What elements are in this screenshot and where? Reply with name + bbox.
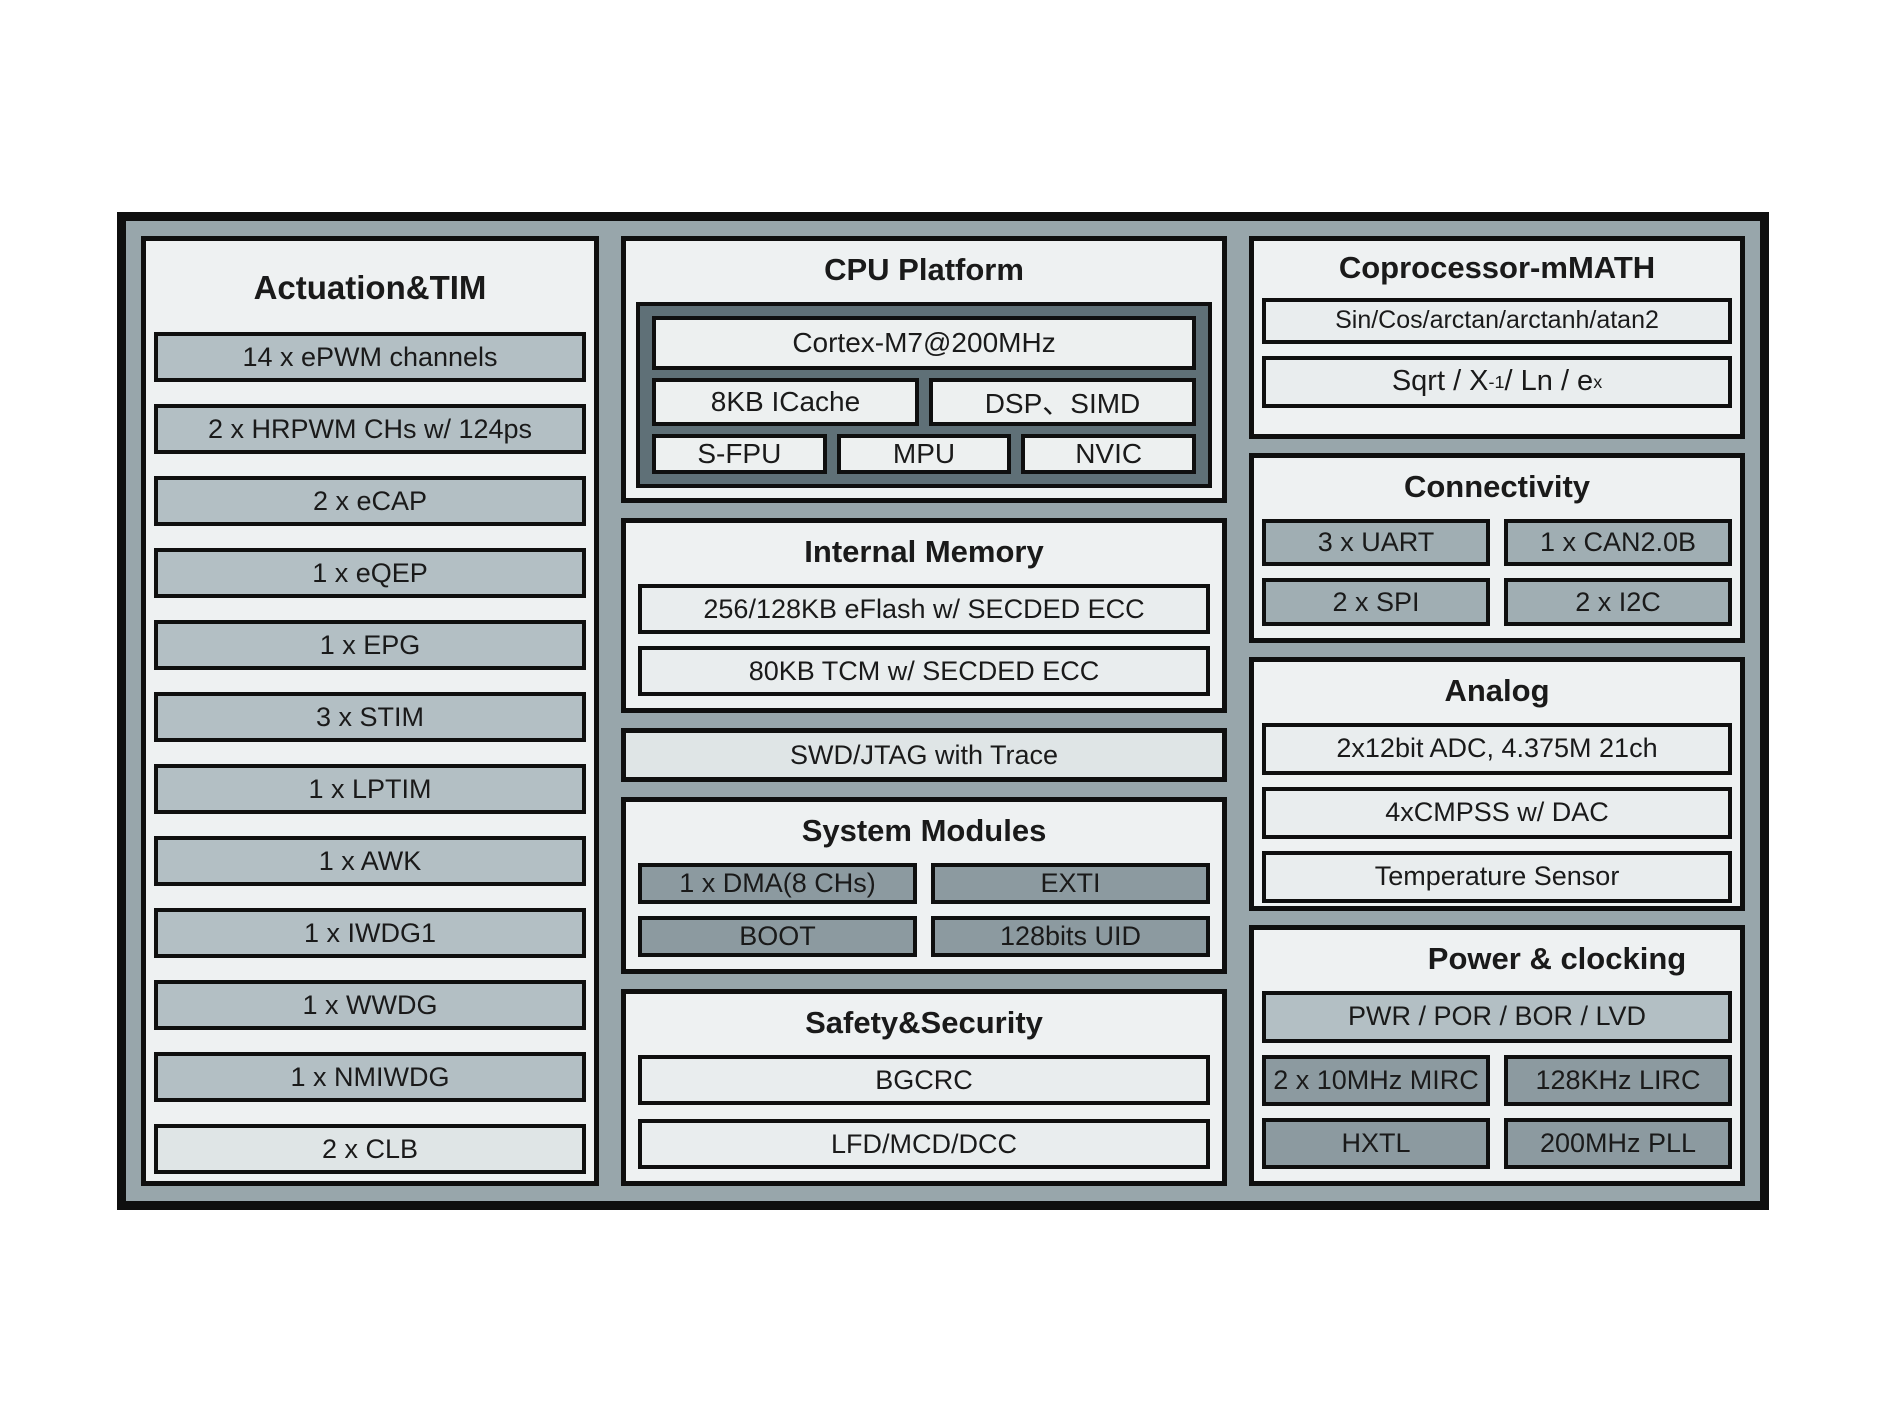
panel-title-safety-security: Safety&Security [805, 1005, 1043, 1041]
block-row-ecap: 2 x eCAP [154, 476, 586, 527]
panel-title-coprocessor: Coprocessor-mMATH [1338, 250, 1656, 285]
block-cell-i2c: 2 x I2C [1504, 578, 1732, 626]
panel-title-cpu-platform: CPU Platform [824, 252, 1024, 287]
block-row-wwdg: 1 x WWDG [154, 980, 586, 1031]
block-row-stim: 3 x STIM [154, 692, 586, 743]
block-row-pwr-por-bor-lvd: PWR / POR / BOR / LVD [1262, 990, 1732, 1043]
cpu-core-cluster: Cortex-M7@200MHz 8KB ICache DSP、SIMD S-F… [636, 301, 1212, 489]
power-clocking-grid: 2 x 10MHz MIRC 128KHz LIRC HXTL 200MHz P… [1262, 1054, 1732, 1169]
block-nvic: NVIC [1021, 433, 1196, 475]
panel-analog: Analog 2x12bit ADC, 4.375M 21ch 4xCMPSS … [1249, 657, 1745, 911]
panel-coprocessor-mmath: Coprocessor-mMATH Sin/Cos/arctan/arctanh… [1249, 236, 1745, 439]
panel-power-clocking: Power & clocking PWR / POR / BOR / LVD 2… [1249, 925, 1745, 1186]
math-part-2: / Ln / e [1504, 365, 1594, 398]
panel-title-power-clocking: Power & clocking [1427, 941, 1687, 976]
block-dsp-simd: DSP、SIMD [929, 377, 1196, 426]
block-row-bgcrc: BGCRC [638, 1055, 1210, 1105]
block-cell-can: 1 x CAN2.0B [1504, 518, 1732, 567]
block-cell-lirc: 128KHz LIRC [1504, 1054, 1732, 1106]
block-cell-dma: 1 x DMA(8 CHs) [638, 863, 917, 905]
block-row-temp-sensor: Temperature Sensor [1262, 850, 1732, 903]
block-cell-boot: BOOT [638, 916, 917, 958]
block-row-cmpss: 4xCMPSS w/ DAC [1262, 786, 1732, 839]
block-icache: 8KB ICache [652, 377, 919, 426]
block-cortex-m7: Cortex-M7@200MHz [652, 315, 1196, 370]
block-row-epwm: 14 x ePWM channels [154, 332, 586, 383]
block-row-lptim: 1 x LPTIM [154, 764, 586, 815]
panel-internal-memory: Internal Memory 256/128KB eFlash w/ SECD… [621, 518, 1227, 714]
block-cell-spi: 2 x SPI [1262, 578, 1490, 626]
panel-safety-security: Safety&Security BGCRC LFD/MCD/DCC [621, 989, 1227, 1186]
panel-title-internal-memory: Internal Memory [804, 534, 1044, 570]
block-swd-jtag-label: SWD/JTAG with Trace [789, 739, 1059, 770]
block-cell-uid: 128bits UID [931, 916, 1210, 958]
panel-system-modules: System Modules 1 x DMA(8 CHs) EXTI BOOT … [621, 797, 1227, 975]
block-row-hrpwm: 2 x HRPWM CHs w/ 124ps [154, 404, 586, 455]
panel-cpu-platform: CPU Platform Cortex-M7@200MHz 8KB ICache… [621, 236, 1227, 504]
right-column: Coprocessor-mMATH Sin/Cos/arctan/arctanh… [1249, 236, 1745, 1186]
soc-block-diagram: Actuation&TIM 14 x ePWM channels 2 x HRP… [117, 212, 1769, 1210]
block-row-eflash: 256/128KB eFlash w/ SECDED ECC [638, 584, 1210, 635]
panel-title-analog: Analog [1444, 673, 1550, 708]
panel-swd-jtag: SWD/JTAG with Trace [621, 728, 1227, 783]
cpu-row-cache-dsp: 8KB ICache DSP、SIMD [652, 377, 1196, 426]
block-cell-pll: 200MHz PLL [1504, 1117, 1732, 1169]
math-part-1: Sqrt / X [1391, 365, 1489, 398]
block-row-trig-functions: Sin/Cos/arctan/arctanh/atan2 [1262, 297, 1732, 344]
block-cell-exti: EXTI [931, 863, 1210, 905]
block-row-eqep: 1 x eQEP [154, 548, 586, 599]
cpu-row-fpu-mpu-nvic: S-FPU MPU NVIC [652, 433, 1196, 475]
block-cell-mirc: 2 x 10MHz MIRC [1262, 1054, 1490, 1106]
middle-column: CPU Platform Cortex-M7@200MHz 8KB ICache… [621, 236, 1227, 1186]
block-cell-hxtl: HXTL [1262, 1117, 1490, 1169]
block-row-epg: 1 x EPG [154, 620, 586, 671]
panel-title-actuation-tim: Actuation&TIM [253, 269, 487, 306]
system-modules-grid: 1 x DMA(8 CHs) EXTI BOOT 128bits UID [638, 863, 1210, 958]
block-mpu: MPU [836, 433, 1012, 475]
block-row-lfd-mcd-dcc: LFD/MCD/DCC [638, 1119, 1210, 1169]
block-row-awk: 1 x AWK [154, 836, 586, 887]
block-row-tcm: 80KB TCM w/ SECDED ECC [638, 646, 1210, 697]
panel-title-connectivity: Connectivity [1403, 469, 1591, 504]
block-row-nmiwdg: 1 x NMIWDG [154, 1052, 586, 1103]
block-row-iwdg1: 1 x IWDG1 [154, 908, 586, 959]
panel-connectivity: Connectivity 3 x UART 1 x CAN2.0B 2 x SP… [1249, 453, 1745, 643]
block-row-adc: 2x12bit ADC, 4.375M 21ch [1262, 722, 1732, 775]
connectivity-grid: 3 x UART 1 x CAN2.0B 2 x SPI 2 x I2C [1262, 518, 1732, 626]
block-cell-uart: 3 x UART [1262, 518, 1490, 567]
panel-title-system-modules: System Modules [801, 813, 1047, 849]
block-row-clb: 2 x CLB [154, 1124, 586, 1175]
panel-actuation-tim: Actuation&TIM 14 x ePWM channels 2 x HRP… [141, 236, 599, 1186]
block-sfpu: S-FPU [652, 433, 827, 475]
